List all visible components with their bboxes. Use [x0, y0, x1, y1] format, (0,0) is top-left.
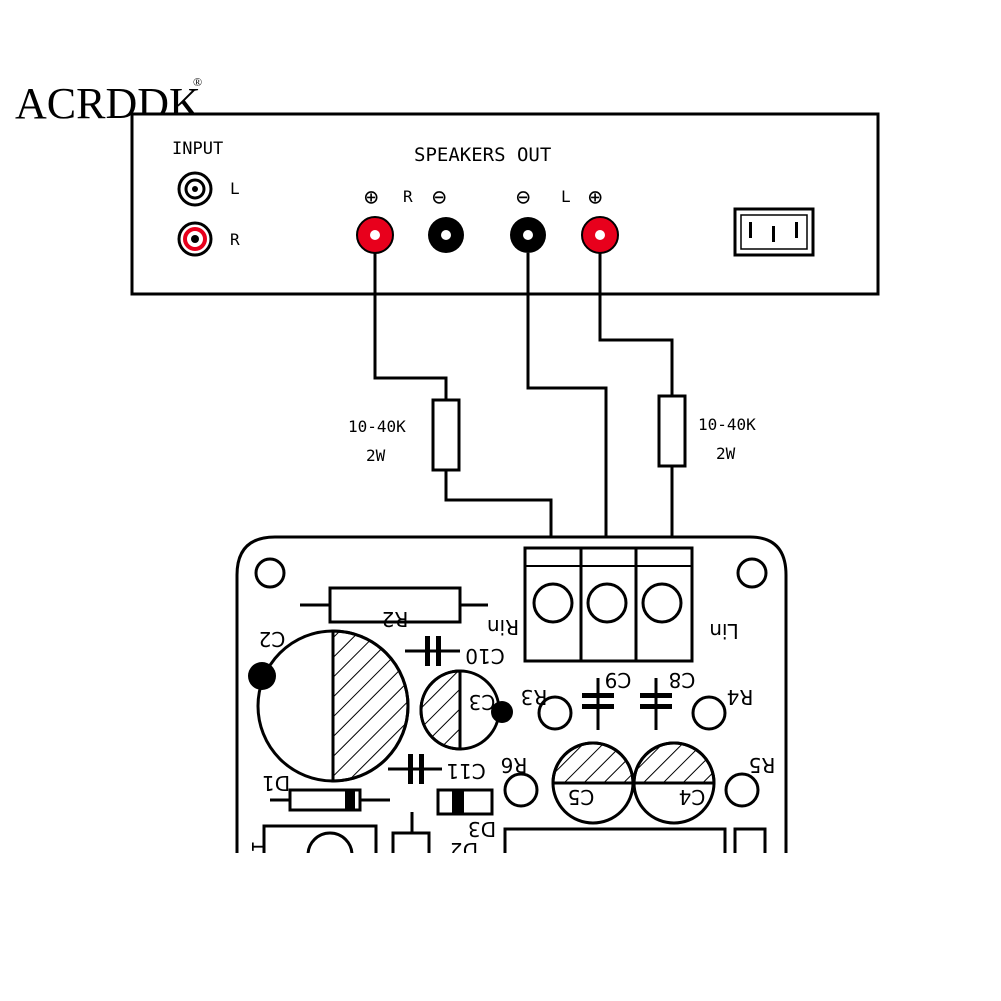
plus-symbol-r: ⊕ [364, 183, 378, 211]
wire-r-plus-top [373, 253, 448, 400]
pcb-board: R2 Rin Lin C2 C10 C3 R3 [235, 535, 788, 862]
amplifier-panel: INPUT L R SPEAKERS OUT ⊕ R ⊖ ⊖ L ⊕ [130, 112, 880, 296]
label-r5: R5 [749, 753, 776, 777]
label-c9: C9 [605, 668, 632, 692]
label-r3: R3 [521, 685, 548, 709]
label-c4: C4 [679, 785, 706, 809]
label-r2: R2 [382, 607, 409, 631]
spk-r-label: R [403, 187, 413, 206]
capacitor-c9 [582, 678, 614, 730]
terminal-r-minus [428, 217, 464, 253]
resistor-left-value: 10-40K [348, 417, 406, 436]
label-rin: Rin [487, 615, 519, 639]
regulator-hole [306, 831, 354, 853]
pad-r6 [503, 772, 539, 808]
brand-logo: ACRDDK ® [15, 75, 202, 128]
label-c3: C3 [469, 690, 496, 714]
input-label: INPUT [172, 139, 223, 159]
input-l-label: L [230, 179, 240, 198]
label-c8: C8 [669, 668, 696, 692]
component-lower-right [733, 827, 767, 853]
wire-r-plus-bottom [444, 470, 553, 548]
resistor-right [657, 394, 687, 468]
label-c5: C5 [568, 785, 595, 809]
label-c10: C10 [465, 644, 504, 668]
label-r6: R6 [501, 753, 528, 777]
ic-outline [503, 827, 727, 853]
label-d2: D2 [450, 838, 478, 862]
amplifier-panel-outline [130, 112, 880, 296]
capacitor-c3 [419, 669, 513, 751]
capacitor-c2 [248, 629, 410, 783]
capacitor-c10 [405, 636, 460, 666]
input-r-label: R [230, 230, 240, 249]
mounting-hole-right [736, 557, 768, 589]
terminal-l-plus [581, 216, 619, 254]
spk-l-label: L [561, 187, 571, 206]
rca-jack-left [177, 171, 213, 207]
label-r4: R4 [727, 685, 754, 709]
power-socket-icon [733, 207, 815, 257]
resistor-r2 [300, 586, 488, 624]
minus-symbol-r: ⊖ [432, 183, 446, 211]
speakers-out-label: SPEAKERS OUT [414, 144, 551, 166]
component-lower-rect [391, 831, 431, 853]
wire-l-minus [526, 253, 608, 548]
resistor-left-power: 2W [366, 446, 386, 465]
label-c2: C2 [259, 627, 286, 651]
diode-d3 [436, 788, 494, 816]
mounting-hole-left [254, 557, 286, 589]
terminal-l-minus [510, 217, 546, 253]
label-lin: Lin [709, 619, 738, 643]
diode-d1 [270, 788, 390, 812]
terminal-r-plus [356, 216, 394, 254]
label-d1: D1 [262, 771, 290, 795]
resistor-right-value: 10-40K [698, 415, 756, 434]
pad-r3 [537, 695, 573, 731]
label-c11: C11 [446, 759, 485, 783]
capacitor-c4 [632, 741, 716, 825]
screw-terminal-block [523, 546, 694, 663]
pad-r5 [724, 772, 760, 808]
pad-r4 [691, 695, 727, 731]
resistor-left [431, 398, 461, 472]
wires [373, 253, 674, 548]
plus-symbol-l: ⊕ [588, 183, 602, 211]
capacitor-c11 [388, 754, 442, 784]
wire-l-plus-top [598, 253, 674, 396]
resistor-right-power: 2W [716, 444, 736, 463]
label-d3: D3 [468, 817, 496, 841]
brand-registered-mark: ® [193, 75, 202, 89]
minus-symbol-l: ⊖ [516, 183, 530, 211]
capacitor-c5 [551, 741, 635, 825]
rca-jack-right [177, 221, 213, 257]
capacitor-c8 [640, 678, 672, 730]
